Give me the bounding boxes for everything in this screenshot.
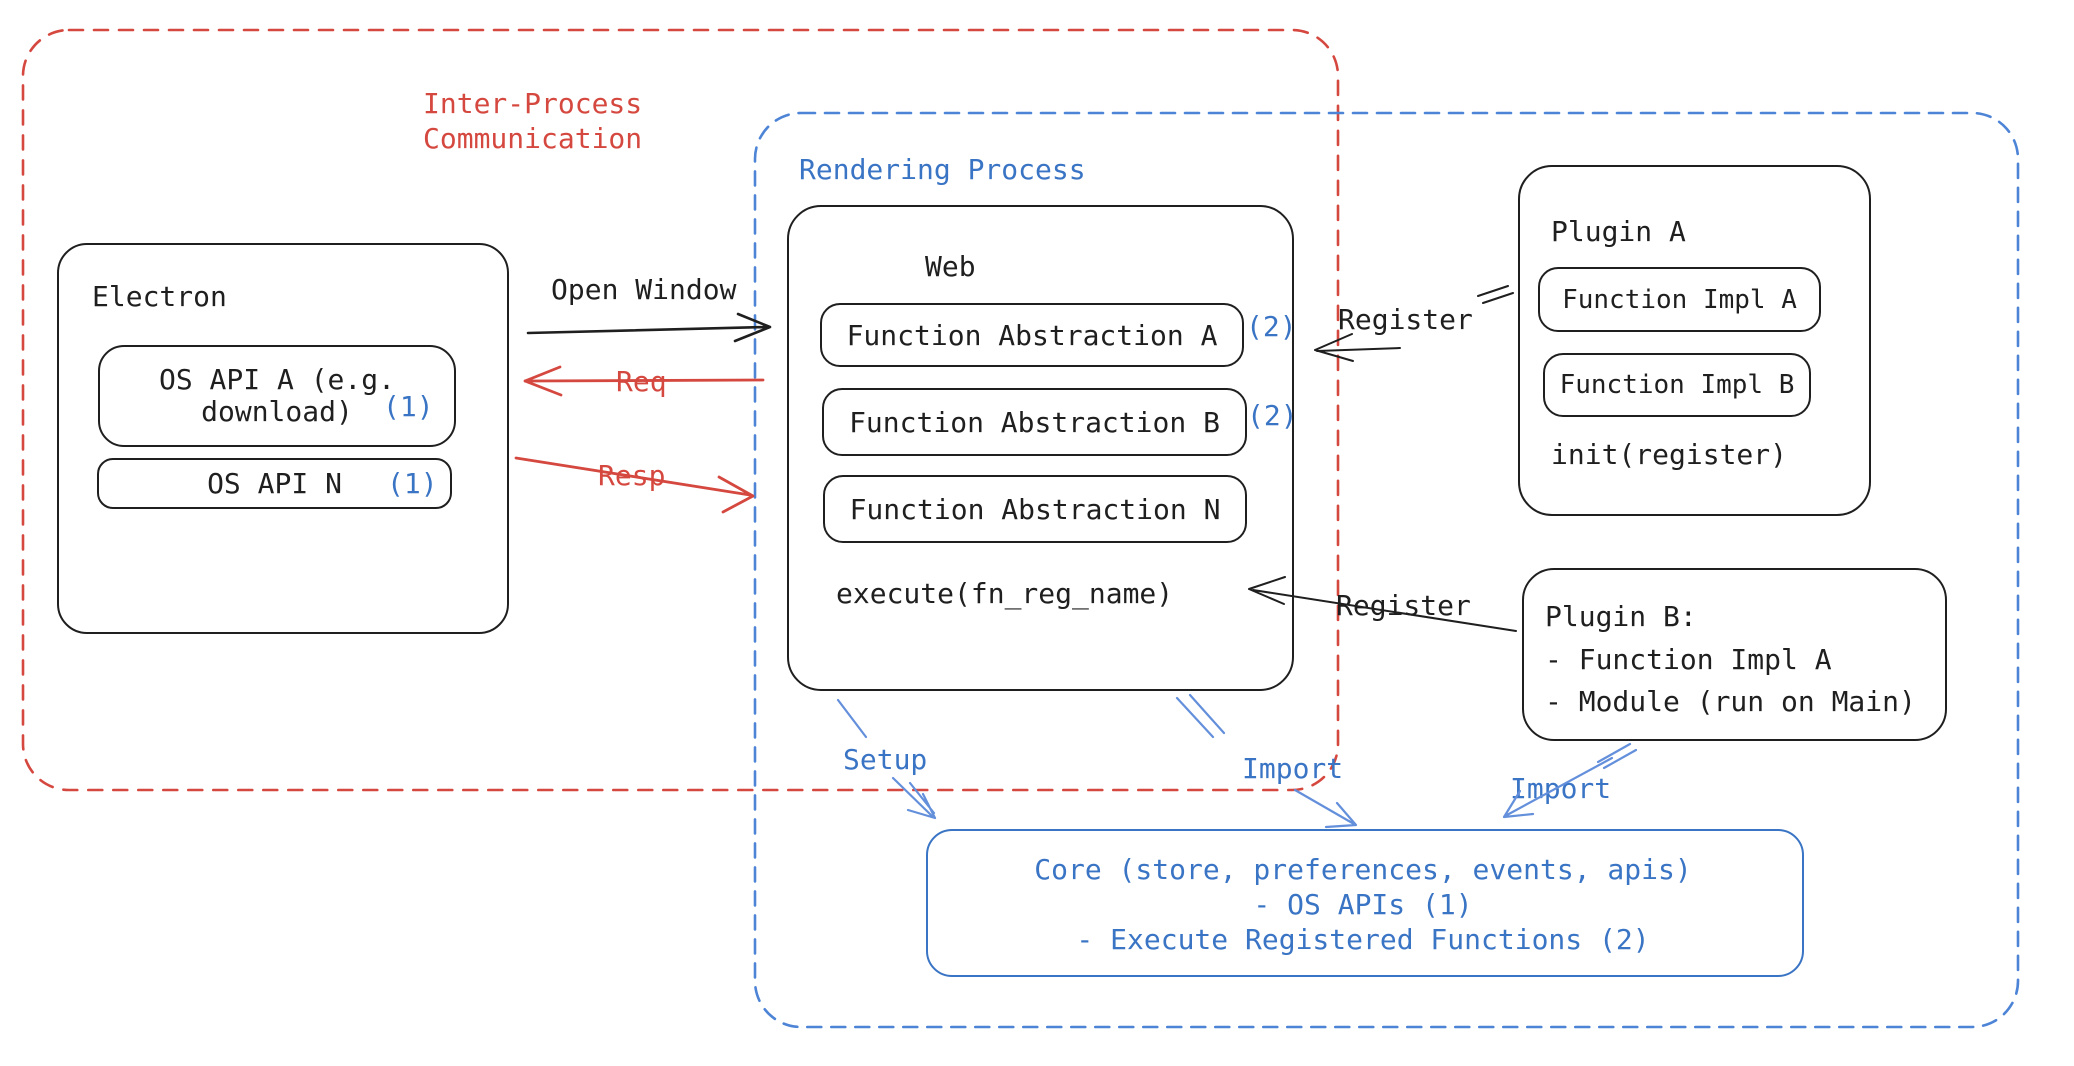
open-window-arrow — [526, 312, 772, 343]
plugin-b-item-2: - Module (run on Main) — [1545, 685, 1916, 718]
plugin-b-title: Plugin B: — [1545, 600, 1697, 633]
function-abstraction-a-label: Function Abstraction A — [846, 318, 1218, 352]
core-content: Core (store, preferences, events, apis) … — [926, 852, 1800, 957]
os-api-a-box: OS API A (e.g.download) — [98, 345, 456, 447]
plugin-a-box — [1518, 165, 1871, 516]
rendering-process-label: Rendering Process — [799, 153, 1086, 186]
function-abstraction-b-badge: (2) — [1247, 399, 1298, 432]
web-title: Web — [925, 250, 976, 283]
core-line-1: Core (store, preferences, events, apis) — [1034, 853, 1692, 886]
os-api-a-badge: (1) — [383, 390, 434, 423]
plugin-b-box — [1522, 568, 1947, 741]
plugin-b-item-1: - Function Impl A — [1545, 642, 1832, 676]
function-abstraction-n-box: Function Abstraction N — [823, 475, 1247, 543]
function-impl-a-label: Function Impl A — [1562, 284, 1797, 315]
core-box — [926, 829, 1804, 977]
function-impl-a-box: Function Impl A — [1538, 267, 1821, 332]
import-left-label: Import — [1242, 752, 1344, 785]
function-abstraction-n-label: Function Abstraction N — [849, 492, 1221, 526]
os-api-a-label: OS API A (e.g.download) — [158, 363, 395, 428]
plugin-a-title: Plugin A — [1551, 215, 1686, 248]
execute-label: execute(fn_reg_name) — [836, 577, 1174, 610]
resp-label: Resp — [598, 459, 666, 492]
req-label: Req — [616, 365, 667, 398]
function-abstraction-b-label: Function Abstraction B — [849, 405, 1220, 439]
web-box — [787, 205, 1294, 691]
core-line-3: - Execute Registered Functions (2) — [1076, 923, 1650, 956]
os-api-n-box: OS API N — [97, 458, 452, 509]
plugin-b-content: Plugin B: - Function Impl A - Module (run … — [1545, 596, 1916, 724]
function-abstraction-a-box: Function Abstraction A — [820, 303, 1244, 367]
os-api-n-badge: (1) — [387, 467, 438, 500]
function-abstraction-b-box: Function Abstraction B — [822, 388, 1247, 456]
open-window-label: Open Window — [551, 273, 737, 306]
init-register-label: init(register) — [1551, 438, 1788, 471]
electron-box — [57, 243, 509, 634]
setup-label: Setup — [843, 743, 928, 776]
register-bottom-label: Register — [1336, 589, 1471, 622]
function-abstraction-a-badge: (2) — [1246, 310, 1297, 343]
electron-title: Electron — [92, 280, 227, 313]
register-top-label: Register — [1338, 303, 1473, 336]
core-line-2: - OS APIs (1) — [1253, 888, 1473, 921]
function-impl-b-box: Function Impl B — [1543, 353, 1811, 417]
os-api-n-label: OS API N — [207, 467, 342, 500]
function-impl-b-label: Function Impl B — [1559, 370, 1795, 400]
import-right-label: Import — [1510, 772, 1612, 805]
